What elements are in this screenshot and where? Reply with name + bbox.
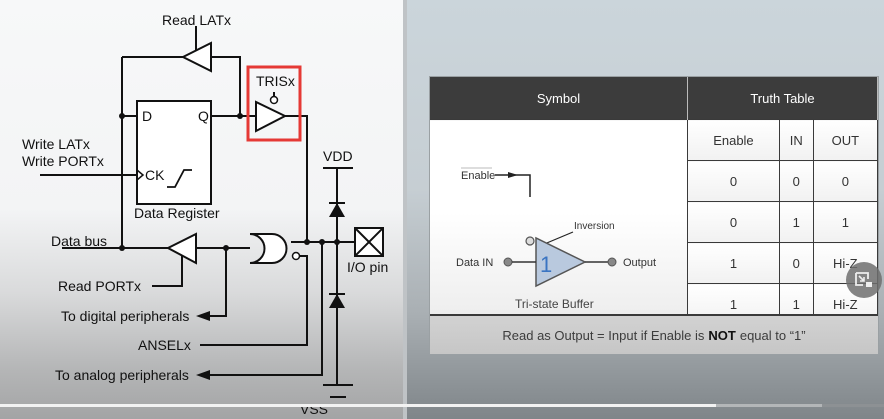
column-header-in: IN xyxy=(778,119,814,161)
diode-top xyxy=(329,203,345,217)
input-and-gate xyxy=(249,233,288,264)
table-note: Read as Output = Input if Enable is NOT … xyxy=(430,314,878,354)
and-inversion-bubble xyxy=(291,251,301,261)
tristate-buffer-symbol: Enable Inversion 1 Data IN Output Tri-st… xyxy=(456,167,656,311)
cell-enable: 1 xyxy=(687,242,780,284)
enable-arrow xyxy=(508,172,518,178)
junction xyxy=(319,239,325,245)
progress-track xyxy=(822,404,884,407)
data-in-terminal xyxy=(503,257,513,267)
schematic-panel: Read LATx TRISx D Q Write LATx Write POR… xyxy=(0,0,405,419)
gate-number: 1 xyxy=(540,252,552,277)
clock-marker xyxy=(136,169,145,181)
trisx-highlight-box xyxy=(246,65,302,142)
inversion-label: Inversion xyxy=(574,221,615,232)
junction xyxy=(304,239,310,245)
tris-inversion-bubble xyxy=(269,95,279,105)
io-pin-label: I/O pin xyxy=(347,259,388,275)
write-portx-label: Write PORTx xyxy=(22,153,104,169)
trisx-label: TRISx xyxy=(256,73,295,89)
column-header-enable: Enable xyxy=(687,119,780,161)
note-suffix: equal to “1” xyxy=(739,327,806,343)
tris-buffer xyxy=(255,100,288,133)
d-label: D xyxy=(142,108,152,124)
write-latx-label: Write LATx xyxy=(22,136,90,152)
junction xyxy=(119,245,125,251)
junction xyxy=(223,245,229,251)
cell-out: 0 xyxy=(812,160,879,202)
table-row: 0 1 1 xyxy=(430,201,879,243)
output-terminal xyxy=(607,257,617,267)
table-row: 0 0 0 xyxy=(430,160,879,202)
table-row: 1 0 Hi-Z xyxy=(430,242,879,284)
read-portx-control xyxy=(152,256,183,287)
cell-in: 0 xyxy=(778,242,814,284)
output-wire xyxy=(285,115,308,242)
anselx-label: ANSELx xyxy=(138,337,191,353)
read-latx-label: Read LATx xyxy=(162,12,231,28)
io-port-schematic: Read LATx TRISx D Q Write LATx Write POR… xyxy=(22,12,388,417)
junction xyxy=(334,239,340,245)
digital-peripheral-wire xyxy=(210,248,227,317)
panel-divider xyxy=(403,0,407,419)
cell-in: 1 xyxy=(778,201,814,243)
rising-edge-icon xyxy=(167,169,192,188)
progress-played xyxy=(0,404,717,407)
video-progress-bar[interactable] xyxy=(0,404,884,407)
enable-label: Enable xyxy=(461,170,495,182)
symbol-header: Symbol xyxy=(430,77,688,120)
diode-bottom xyxy=(329,294,345,308)
truth-table-header: Truth Table xyxy=(687,77,878,120)
q-label: Q xyxy=(198,108,209,124)
note-prefix: Read as Output = Input if Enable is xyxy=(502,327,705,343)
analog-arrow xyxy=(196,370,210,380)
anselx-wire xyxy=(200,255,308,346)
to-analog-label: To analog peripherals xyxy=(55,367,189,383)
io-pin-cross xyxy=(354,227,384,257)
analog-peripheral-wire xyxy=(210,242,323,376)
vdd-label: VDD xyxy=(323,148,353,164)
truth-table: Symbol Truth Table Enable Inversion 1 Da… xyxy=(430,77,879,325)
progress-buffered xyxy=(716,404,823,407)
read-latx-wire-right xyxy=(211,56,241,116)
cell-in: 0 xyxy=(778,160,814,202)
cell-out: 1 xyxy=(812,201,879,243)
to-digital-label: To digital peripherals xyxy=(61,308,189,324)
ck-label: CK xyxy=(145,167,165,183)
read-portx-label: Read PORTx xyxy=(58,278,141,294)
symbol-cell: Enable Inversion 1 Data IN Output Tri-st… xyxy=(430,119,688,325)
cell-out: Hi-Z xyxy=(812,242,879,284)
data-bus-label: Data bus xyxy=(51,233,107,249)
picture-in-picture-exit-icon xyxy=(855,272,872,287)
data-in-label: Data IN xyxy=(456,257,493,269)
enable-wire xyxy=(495,174,531,197)
output-label: Output xyxy=(623,257,656,269)
column-header-out: OUT xyxy=(812,119,879,161)
buffer-caption: Tri-state Buffer xyxy=(515,297,594,311)
inversion-bubble xyxy=(525,236,535,246)
pip-exit-button[interactable] xyxy=(846,262,882,298)
junction xyxy=(237,113,243,119)
data-register-label: Data Register xyxy=(134,205,220,221)
cell-enable: 0 xyxy=(687,201,780,243)
tristate-buffer-card: Symbol Truth Table Enable Inversion 1 Da… xyxy=(429,76,879,354)
note-emphasis: NOT xyxy=(708,327,736,343)
digital-arrow xyxy=(196,311,210,321)
junction xyxy=(119,113,125,119)
cell-enable: 0 xyxy=(687,160,780,202)
